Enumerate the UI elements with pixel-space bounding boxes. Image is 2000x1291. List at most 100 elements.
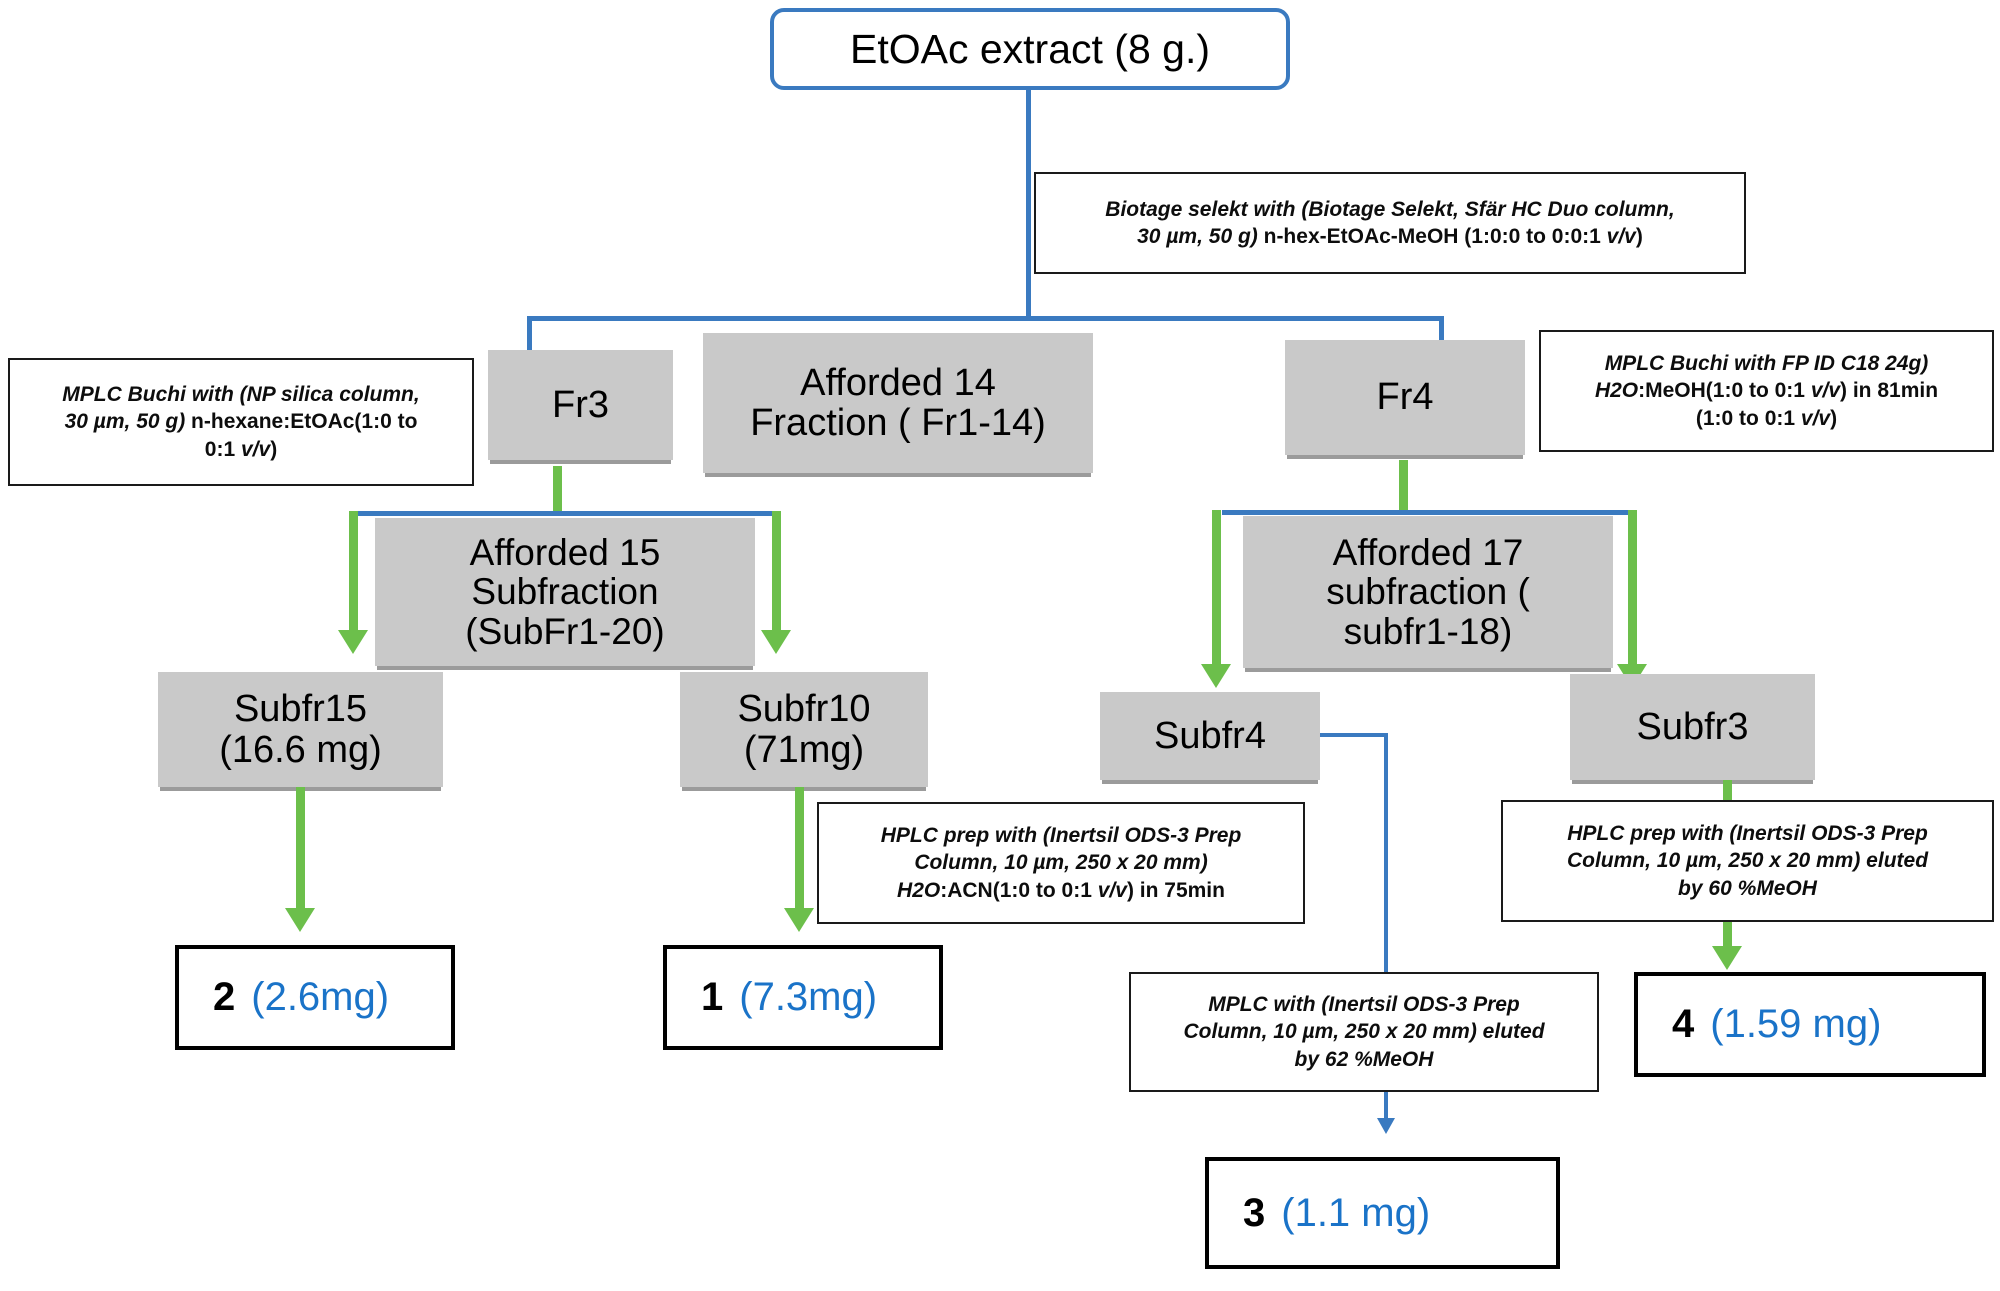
node-afforded14-line1: Afforded 14 — [800, 361, 996, 404]
note-fpc18-line2-c: v/v — [1810, 379, 1841, 403]
node-fr4[interactable]: Fr4 — [1285, 340, 1525, 455]
compound-2-number: 2 — [213, 975, 236, 1019]
arrowhead-to-subfr15 — [338, 630, 368, 654]
connector-subfr15-to-compound2 — [296, 787, 305, 912]
node-compound-3[interactable]: 3 (1.1 mg) — [1205, 1157, 1560, 1269]
node-compound-1[interactable]: 1 (7.3mg) — [663, 945, 943, 1050]
note-biotage-line2-c: -hex-EtOAc-MeOH (1:0:0 to 0:0:1 — [1276, 225, 1607, 248]
connector-bus-to-fr4 — [1439, 316, 1444, 354]
note-biotage-line2-b: n — [1263, 225, 1277, 248]
compound-3-amount: (1.1 mg) — [1281, 1190, 1431, 1235]
note-hplc-prep-subfr3: HPLC prep with (Inertsil ODS-3 Prep Colu… — [1501, 800, 1994, 922]
note-mplc4-line3: by 62 %MeOH — [1294, 1047, 1434, 1071]
node-afforded17-line1: Afforded 17 — [1332, 532, 1524, 574]
note-hplc3-line3: by 60 %MeOH — [1678, 876, 1817, 900]
connector-right-bus-to-subfr4 — [1212, 510, 1221, 668]
note-hplc10-line3-a: H2O — [897, 878, 941, 902]
note-hplc10-line3-c: v/v — [1097, 878, 1127, 902]
compound-3-number: 3 — [1243, 1190, 1266, 1235]
note-biotage-line2-d: v/v — [1606, 225, 1636, 248]
note-hplc10-line2: Column, 10 µm, 250 x 20 mm) — [914, 851, 1208, 875]
note-hplc10-line3-d: ) in 75min — [1126, 878, 1225, 902]
note-fpc18-line2-d: ) in 81min — [1840, 379, 1939, 403]
arrowhead-to-subfr10 — [761, 630, 791, 654]
note-hplc10-line3-b: :ACN(1:0 to 0:1 — [940, 878, 1098, 902]
note-npsilica-line3-a: 0:1 — [204, 437, 241, 461]
connector-subfr4-elbow-vertical — [1384, 733, 1388, 1126]
compound-4-amount: (1.59 mg) — [1710, 1002, 1882, 1046]
connector-bus-to-fr3 — [527, 316, 532, 354]
note-hplc3-line1: HPLC prep with (Inertsil ODS-3 Prep — [1567, 822, 1928, 846]
note-npsilica-line2-a: 30 µm, 50 g) — [64, 410, 192, 434]
note-fpc18-line3-c: ) — [1830, 406, 1838, 430]
node-fr3[interactable]: Fr3 — [488, 350, 673, 460]
node-afforded15-line2: Subfraction — [471, 571, 659, 613]
connector-fr3-stem — [553, 466, 562, 511]
connector-subfr10-to-compound1 — [795, 787, 804, 912]
node-subfr15-line1: Subfr15 — [233, 688, 368, 731]
node-afforded15-line1: Afforded 15 — [469, 532, 661, 574]
arrowhead-to-compound1 — [784, 908, 814, 932]
note-npsilica-line2-b: n — [191, 410, 204, 434]
node-subfr3-label: Subfr3 — [1636, 705, 1749, 748]
note-hplc3-line2: Column, 10 µm, 250 x 20 mm) eluted — [1566, 849, 1929, 873]
note-fpc18-line1: MPLC Buchi with FP ID C18 24g) — [1604, 352, 1929, 376]
compound-1-number: 1 — [701, 975, 724, 1019]
node-subfr15[interactable]: Subfr15 (16.6 mg) — [158, 672, 443, 787]
note-npsilica-line3-c: ) — [270, 437, 278, 461]
node-afforded-14-fraction[interactable]: Afforded 14 Fraction ( Fr1-14) — [703, 333, 1093, 473]
note-npsilica-line2-c: -hexane:EtOAc(1:0 to — [203, 410, 418, 434]
note-fpc18-line3-a: (1:0 to 0:1 — [1695, 406, 1801, 430]
note-mplc4-line2: Column, 10 µm, 250 x 20 mm) eluted — [1183, 1020, 1545, 1044]
note-fpc18-line2-a: H2O — [1594, 379, 1639, 403]
arrowhead-to-compound4 — [1712, 946, 1742, 970]
note-mplc-subfr4: MPLC with (Inertsil ODS-3 Prep Column, 1… — [1129, 972, 1599, 1092]
compound-4-number: 4 — [1672, 1002, 1695, 1046]
note-hplc-prep-subfr10: HPLC prep with (Inertsil ODS-3 Prep Colu… — [817, 802, 1305, 924]
node-compound-2[interactable]: 2 (2.6mg) — [175, 945, 455, 1050]
arrowhead-to-subfr4 — [1201, 664, 1231, 688]
node-etoac-extract-label: EtOAc extract (8 g.) — [850, 25, 1210, 72]
note-biotage-line1: Biotage selekt with (Biotage Selekt, Sfä… — [1105, 197, 1675, 221]
compound-1-amount: (7.3mg) — [739, 975, 878, 1019]
node-subfr15-line2: (16.6 mg) — [219, 728, 382, 771]
node-afforded17-line3: subfr1-18) — [1343, 610, 1513, 652]
node-subfr4[interactable]: Subfr4 — [1100, 692, 1320, 780]
note-fpc18-line2-b: :MeOH(1:0 to 0:1 — [1638, 379, 1811, 403]
arrowhead-to-compound3 — [1377, 1118, 1395, 1134]
node-subfr10-line2: (71mg) — [743, 728, 865, 771]
node-compound-4[interactable]: 4 (1.59 mg) — [1634, 972, 1986, 1077]
connector-left-bus-to-subfr10 — [772, 511, 781, 634]
compound-2-amount: (2.6mg) — [251, 975, 390, 1019]
connector-left-bus-to-subfr15 — [349, 511, 358, 634]
note-npsilica-line3-b: v/v — [240, 437, 271, 461]
connector-subfr4-elbow-horizontal — [1320, 733, 1388, 737]
note-hplc10-line1: HPLC prep with (Inertsil ODS-3 Prep — [880, 824, 1242, 848]
node-afforded-15-subfraction[interactable]: Afforded 15 Subfraction (SubFr1-20) — [375, 518, 755, 666]
node-subfr4-label: Subfr4 — [1154, 714, 1266, 757]
connector-fr4-stem — [1399, 460, 1408, 510]
note-fpc18-line3-b: v/v — [1800, 406, 1831, 430]
node-afforded14-line2: Fraction ( Fr1-14) — [750, 402, 1046, 444]
node-afforded15-line3: (SubFr1-20) — [465, 610, 665, 652]
note-mplc-np-silica: MPLC Buchi with (NP silica column, 30 µm… — [8, 358, 474, 486]
connector-root-stem — [1026, 90, 1031, 318]
node-etoac-extract[interactable]: EtOAc extract (8 g.) — [770, 8, 1290, 90]
connector-right-bus-to-subfr3 — [1628, 510, 1637, 668]
node-fr3-label: Fr3 — [552, 383, 609, 426]
connector-subfraction-bus-right — [1222, 510, 1636, 515]
node-afforded-17-subfraction[interactable]: Afforded 17 subfraction ( subfr1-18) — [1243, 516, 1613, 668]
node-subfr10[interactable]: Subfr10 (71mg) — [680, 672, 928, 787]
note-biotage-selekt: Biotage selekt with (Biotage Selekt, Sfä… — [1034, 172, 1746, 274]
node-subfr3[interactable]: Subfr3 — [1570, 674, 1815, 780]
connector-fraction-bus — [527, 316, 1444, 321]
note-mplc4-line1: MPLC with (Inertsil ODS-3 Prep — [1208, 993, 1520, 1017]
note-npsilica-line1: MPLC Buchi with (NP silica column, — [62, 383, 420, 407]
connector-subfraction-bus-left — [357, 511, 781, 516]
node-afforded17-line2: subfraction ( — [1326, 571, 1530, 613]
node-subfr10-line1: Subfr10 — [737, 688, 871, 731]
node-fr4-label: Fr4 — [1376, 376, 1434, 419]
note-biotage-line2-a: 30 µm, 50 g) — [1137, 225, 1264, 248]
note-mplc-fp-c18: MPLC Buchi with FP ID C18 24g) H2O:MeOH(… — [1539, 330, 1994, 452]
